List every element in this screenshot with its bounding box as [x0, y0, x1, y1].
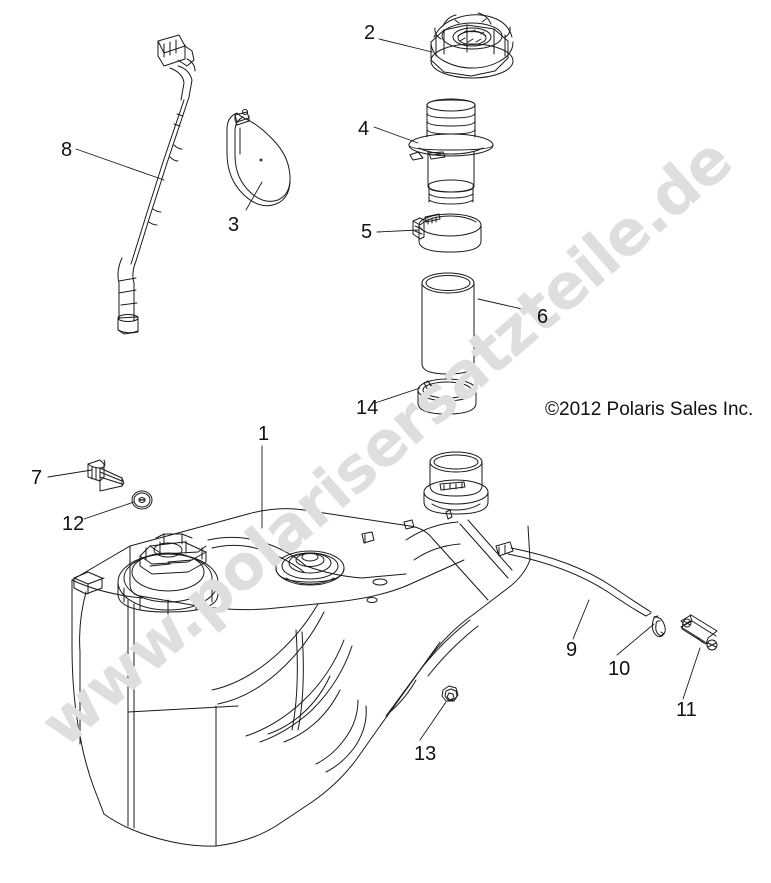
- tank-filler-neck: [423, 451, 489, 520]
- leader-14: [374, 387, 421, 404]
- callout-8: 8: [61, 139, 73, 161]
- copyright-notice: ©2012 Polaris Sales Inc.: [545, 399, 754, 420]
- callout-4: 4: [358, 118, 370, 140]
- part-9-vent-hose: [507, 547, 652, 617]
- callout-5: 5: [361, 221, 373, 243]
- leader-6: [477, 298, 532, 312]
- part-10-hose-clip: [651, 615, 666, 638]
- leader-11: [682, 647, 701, 700]
- leader-3: [245, 181, 263, 211]
- leader-lines: [47, 38, 701, 741]
- fuel-pump-module: [117, 533, 219, 615]
- part-13-lock-nut: [441, 685, 459, 702]
- part-11-rollover-valve: [680, 614, 718, 651]
- leader-13: [419, 701, 447, 741]
- callout-10: 10: [608, 658, 631, 680]
- tank-center-port: [275, 550, 345, 586]
- callout-6: 6: [537, 306, 549, 328]
- callout-7: 7: [31, 467, 43, 489]
- callout-12: 12: [62, 513, 85, 535]
- part-6-filler-hose: [421, 272, 475, 375]
- leader-12: [83, 501, 135, 520]
- leader-9: [572, 599, 590, 640]
- part-1-fuel-tank: [71, 451, 531, 847]
- leader-8: [75, 148, 165, 181]
- leader-10: [616, 623, 655, 656]
- part-2-fuel-cap: [430, 12, 514, 79]
- callout-1: 1: [258, 423, 270, 445]
- part-14-collar-ring: [417, 378, 477, 415]
- part-4-filler-neck: [408, 98, 494, 205]
- callout-13: 13: [414, 743, 437, 765]
- callout-14: 14: [356, 397, 379, 419]
- part-12-flat-washer: [131, 490, 153, 510]
- callout-3: 3: [228, 214, 240, 236]
- leader-4: [373, 126, 419, 144]
- leader-7: [47, 469, 93, 478]
- part-7-mounting-bolt: [87, 459, 125, 492]
- leader-2: [378, 38, 433, 53]
- leader-5: [376, 229, 419, 233]
- callout-2: 2: [364, 22, 376, 44]
- callout-9: 9: [566, 639, 578, 661]
- callout-11: 11: [676, 699, 697, 721]
- part-3-tether-strap: [226, 109, 291, 207]
- part-8-vent-tube: [117, 34, 196, 335]
- part-5-hose-clamp: [412, 213, 482, 253]
